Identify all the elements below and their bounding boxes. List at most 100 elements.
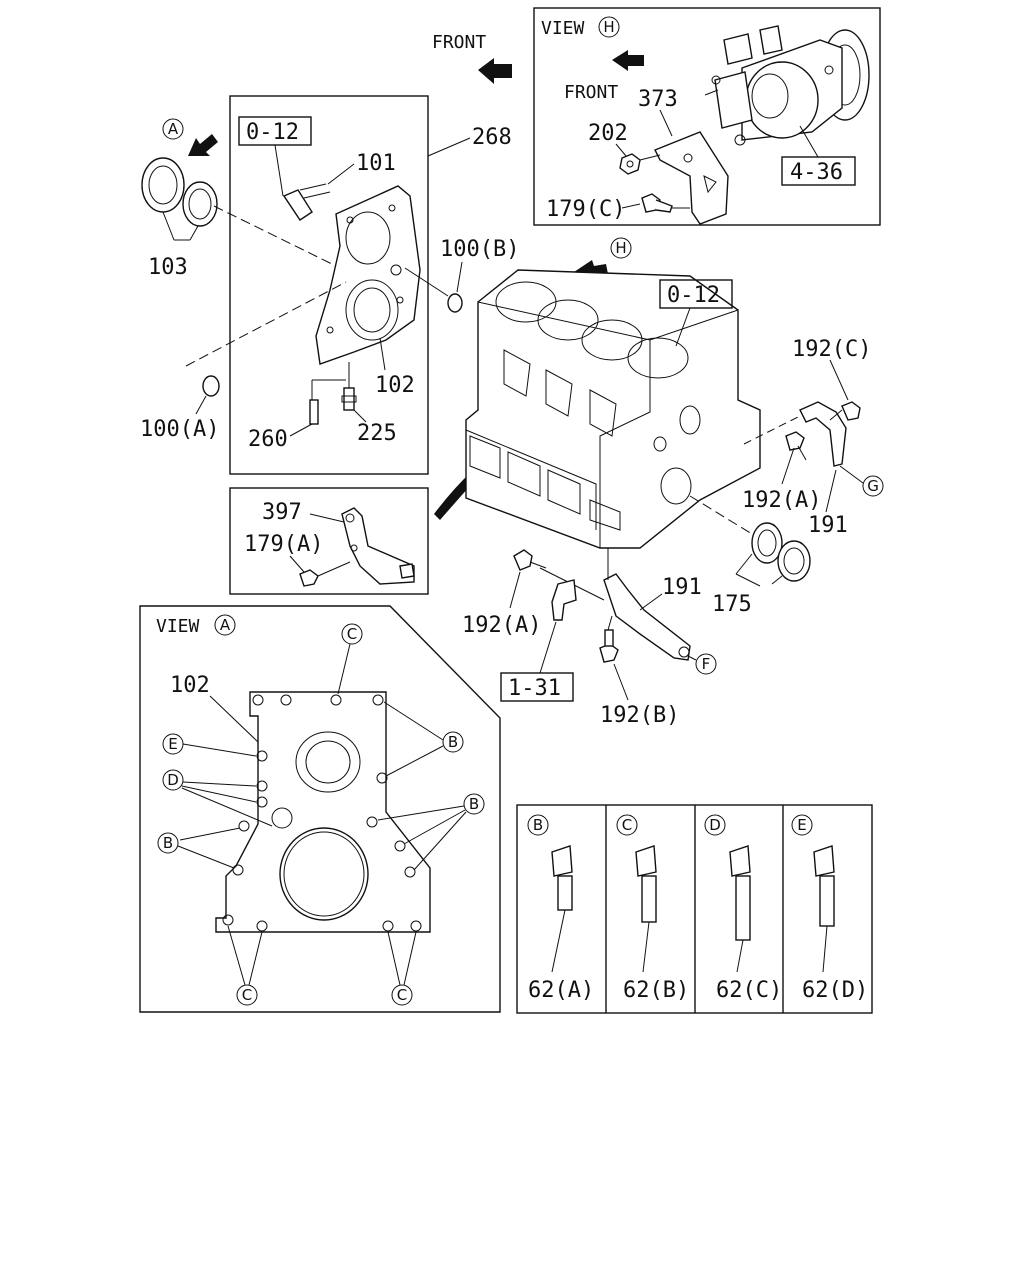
svg-text:C: C bbox=[242, 986, 252, 1004]
view-a-marker-e: E bbox=[162, 733, 184, 755]
label-192b: 192(B) bbox=[600, 703, 679, 728]
label-102-view: 102 bbox=[170, 673, 210, 698]
svg-text:62(C): 62(C) bbox=[716, 978, 782, 1003]
svg-text:D: D bbox=[167, 771, 179, 789]
label-179c: 179(C) bbox=[546, 197, 625, 222]
marker-h-view: H bbox=[598, 16, 620, 38]
label-191-lower: 191 bbox=[662, 575, 702, 600]
label-191-right: 191 bbox=[808, 513, 848, 538]
view-a-marker-c-bottom-right: C bbox=[391, 984, 413, 1006]
view-a-marker-b-right-mid: B bbox=[463, 793, 485, 815]
svg-text:C: C bbox=[397, 986, 407, 1004]
marker-a-view: A bbox=[214, 614, 236, 636]
ref-0-12-block: 0-12 bbox=[667, 283, 720, 308]
view-h-box bbox=[533, 7, 881, 226]
bolt-192a-right bbox=[785, 431, 805, 451]
view-a-box bbox=[139, 605, 501, 1013]
label-100a: 100(A) bbox=[140, 417, 219, 442]
svg-text:C: C bbox=[622, 816, 632, 834]
svg-text:E: E bbox=[797, 816, 806, 834]
bolt-192c bbox=[841, 401, 861, 421]
label-268: 268 bbox=[472, 125, 512, 150]
view-h-title: VIEW bbox=[541, 18, 585, 39]
nut-202 bbox=[619, 153, 641, 175]
stud-260 bbox=[309, 380, 319, 425]
ref-box-0-12-block bbox=[659, 279, 733, 309]
svg-text:62(B): 62(B) bbox=[623, 978, 689, 1003]
seal-103 bbox=[141, 157, 218, 227]
bracket-373 bbox=[654, 131, 729, 225]
ref-box-4-36 bbox=[781, 156, 856, 186]
svg-text:A: A bbox=[168, 120, 179, 138]
ref-box-1-31 bbox=[500, 672, 574, 702]
ref-1-31: 1-31 bbox=[508, 676, 561, 701]
front-arrow-view-h bbox=[612, 50, 644, 71]
bolt-179a bbox=[299, 569, 319, 587]
view-a-marker-c-bottom-left: C bbox=[236, 984, 258, 1006]
svg-text:B: B bbox=[163, 834, 173, 852]
label-102-main: 102 bbox=[375, 373, 415, 398]
label-100b: 100(B) bbox=[440, 237, 519, 262]
cover-box bbox=[229, 95, 429, 475]
front-arrow-top bbox=[478, 58, 512, 84]
ref-0-12-cover: 0-12 bbox=[246, 120, 299, 145]
view-a-marker-b-right-top: B bbox=[442, 731, 464, 753]
svg-text:E: E bbox=[168, 735, 177, 753]
svg-text:F: F bbox=[702, 655, 711, 673]
clip-1-31 bbox=[551, 579, 577, 621]
marker-f: F bbox=[695, 653, 717, 675]
svg-text:B: B bbox=[469, 795, 479, 813]
svg-text:A: A bbox=[220, 616, 231, 634]
view-a-marker-c-top: C bbox=[341, 623, 363, 645]
marker-h: H bbox=[610, 237, 632, 259]
front-label-view-h: FRONT bbox=[564, 82, 618, 103]
label-101: 101 bbox=[356, 151, 396, 176]
label-202: 202 bbox=[588, 121, 628, 146]
stud-225 bbox=[341, 387, 357, 411]
bolt-cell-e: E 62(D) bbox=[791, 814, 868, 1003]
oring-100b bbox=[447, 293, 463, 313]
bolt-cell-b: B 62(A) bbox=[527, 814, 594, 1003]
svg-text:C: C bbox=[347, 625, 357, 643]
svg-text:H: H bbox=[603, 18, 614, 36]
marker-g: G bbox=[862, 475, 884, 497]
label-179a: 179(A) bbox=[244, 532, 323, 557]
svg-text:62(A): 62(A) bbox=[528, 978, 594, 1003]
svg-text:H: H bbox=[615, 239, 626, 257]
bolt-cell-d: D 62(C) bbox=[704, 814, 782, 1003]
label-373: 373 bbox=[638, 87, 678, 112]
bolt-192a-lower bbox=[513, 549, 533, 571]
svg-text:62(D): 62(D) bbox=[802, 978, 868, 1003]
view-h-arrow bbox=[574, 260, 608, 282]
svg-text:D: D bbox=[709, 816, 721, 834]
marker-a: A bbox=[162, 118, 184, 140]
view-a-marker-d: D bbox=[162, 769, 184, 791]
bracket-191-right bbox=[799, 401, 847, 467]
bolt-cell-c: C 62(B) bbox=[616, 814, 689, 1003]
label-260: 260 bbox=[248, 427, 288, 452]
front-label-top: FRONT bbox=[432, 32, 486, 53]
label-175: 175 bbox=[712, 592, 752, 617]
label-192c: 192(C) bbox=[792, 337, 871, 362]
label-397: 397 bbox=[262, 500, 302, 525]
bolt-192b bbox=[599, 643, 619, 663]
svg-text:G: G bbox=[867, 477, 879, 495]
bracket-box bbox=[229, 487, 429, 595]
engine-block bbox=[465, 269, 761, 549]
view-a-title: VIEW bbox=[156, 616, 200, 637]
sensor-101 bbox=[282, 189, 313, 221]
view-a-arrow bbox=[188, 134, 218, 156]
timing-cover bbox=[315, 185, 421, 365]
oring-100a bbox=[202, 375, 220, 397]
label-103: 103 bbox=[148, 255, 188, 280]
view-a-marker-b-left: B bbox=[157, 832, 179, 854]
label-192a-right: 192(A) bbox=[742, 488, 821, 513]
seal-175 bbox=[751, 522, 811, 582]
cover-face-view-a bbox=[215, 691, 431, 933]
ref-4-36: 4-36 bbox=[790, 160, 843, 185]
label-192a-lower: 192(A) bbox=[462, 613, 541, 638]
label-225: 225 bbox=[357, 421, 397, 446]
svg-text:B: B bbox=[448, 733, 458, 751]
fuel-pump bbox=[704, 25, 870, 146]
